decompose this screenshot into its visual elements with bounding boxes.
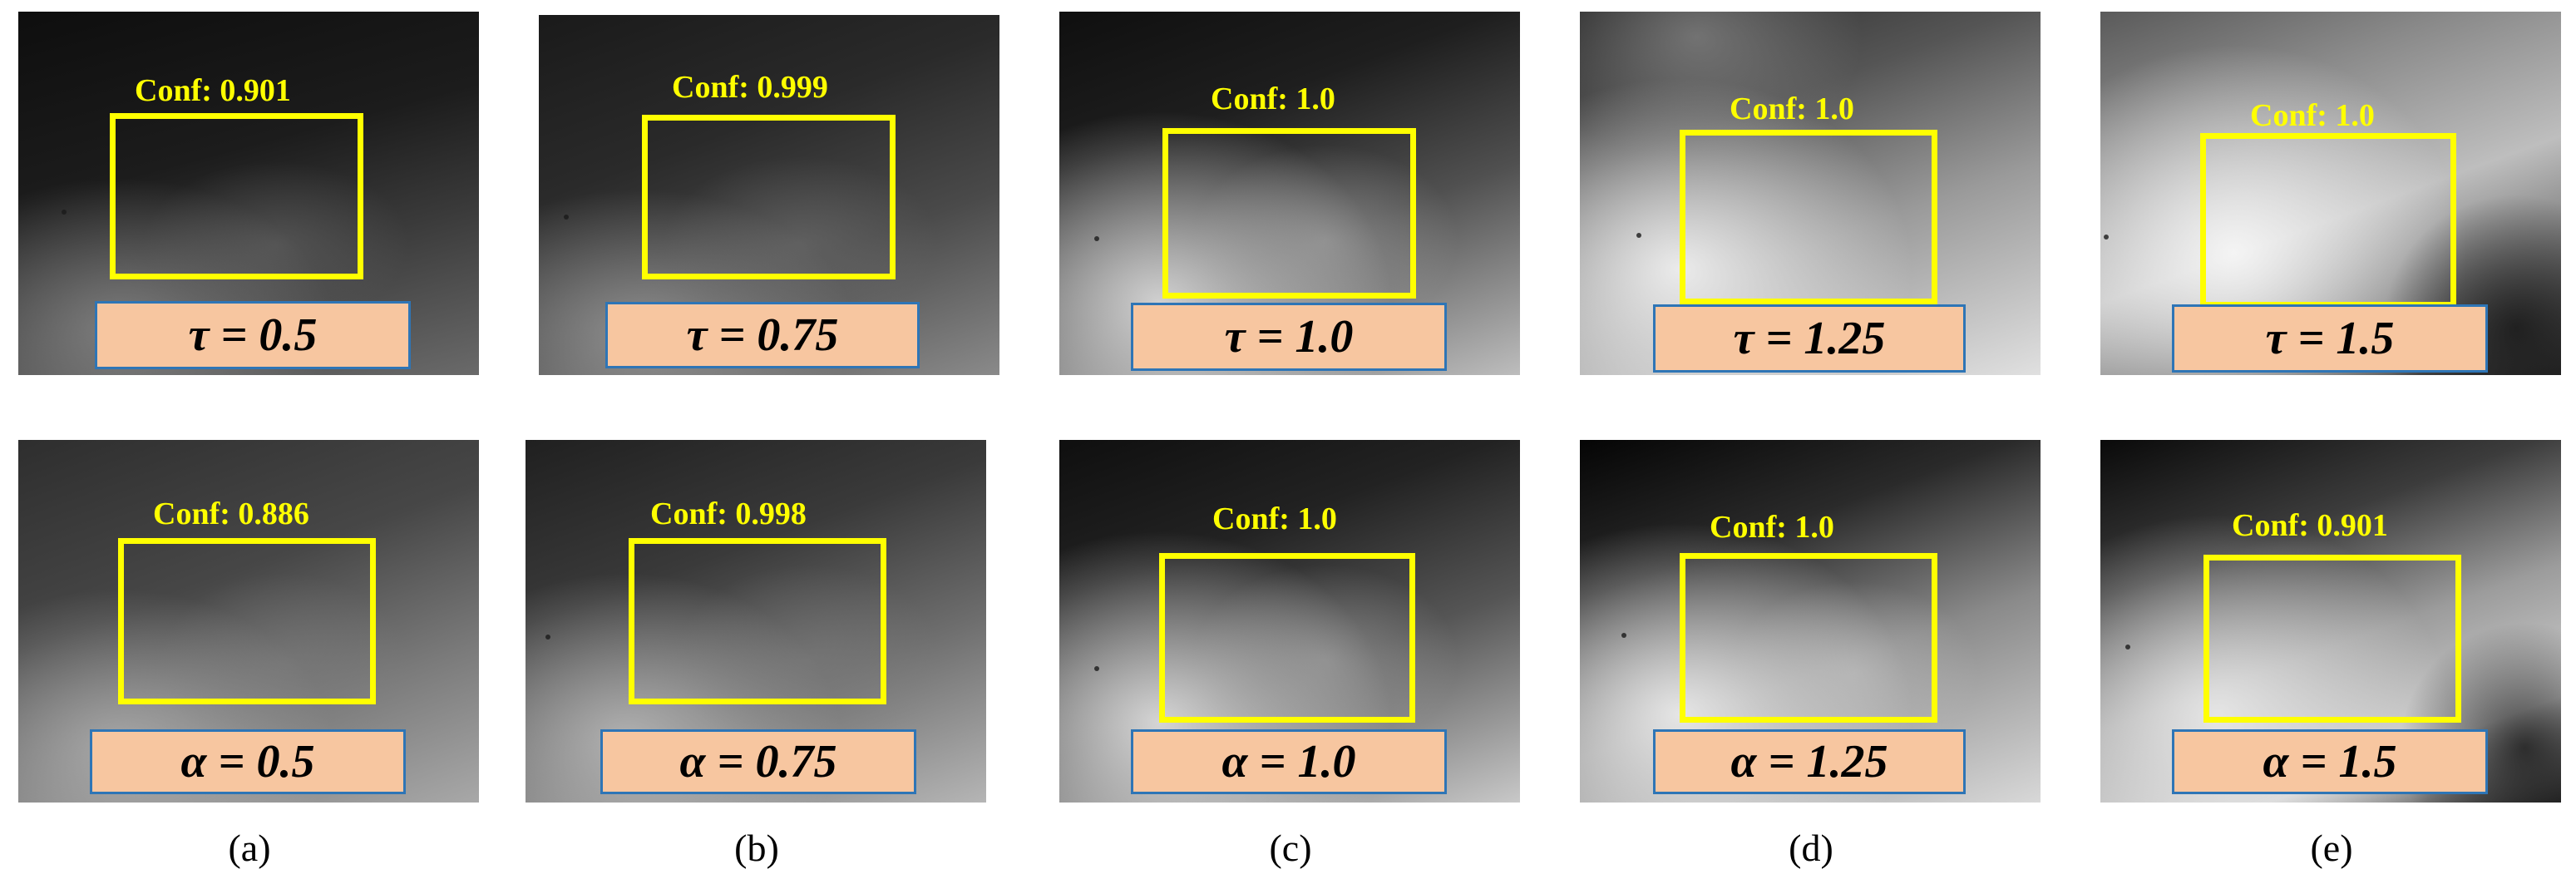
parameter-label: τ = 1.0 bbox=[1224, 311, 1354, 363]
confidence-label: Conf: 1.0 bbox=[1710, 510, 1834, 545]
parameter-label: τ = 1.5 bbox=[2265, 313, 2395, 364]
parameter-label: α = 1.5 bbox=[2263, 736, 2397, 788]
detection-bounding-box bbox=[1680, 130, 1937, 304]
confidence-label: Conf: 0.999 bbox=[672, 70, 828, 105]
parameter-label-box: α = 0.5 bbox=[90, 729, 406, 794]
image-panel-b-top: Conf: 0.999 τ = 0.75 bbox=[539, 15, 999, 375]
parameter-label: τ = 0.75 bbox=[686, 309, 839, 361]
confidence-label: Conf: 1.0 bbox=[1212, 501, 1337, 536]
caption-e: (e) bbox=[2310, 827, 2353, 869]
image-panel-e-bottom: Conf: 0.901 α = 1.5 bbox=[2100, 440, 2561, 803]
detection-bounding-box bbox=[1162, 128, 1416, 299]
detection-bounding-box bbox=[1680, 553, 1937, 723]
parameter-label: τ = 1.25 bbox=[1733, 313, 1886, 364]
image-panel-b-bottom: Conf: 0.998 α = 0.75 bbox=[526, 440, 986, 803]
detection-bounding-box bbox=[2200, 133, 2456, 308]
confidence-label: Conf: 1.0 bbox=[1211, 81, 1335, 116]
detection-bounding-box bbox=[2203, 555, 2461, 723]
parameter-label-box: α = 1.0 bbox=[1131, 729, 1447, 794]
image-panel-a-bottom: Conf: 0.886 α = 0.5 bbox=[18, 440, 479, 803]
parameter-label: α = 1.25 bbox=[1730, 736, 1888, 788]
parameter-label-box: τ = 1.0 bbox=[1131, 303, 1447, 371]
caption-b: (b) bbox=[734, 827, 779, 869]
image-panel-a-top: Conf: 0.901 τ = 0.5 bbox=[18, 12, 479, 375]
parameter-label-box: τ = 0.5 bbox=[95, 301, 411, 369]
parameter-label-box: τ = 1.5 bbox=[2172, 304, 2488, 373]
confidence-label: Conf: 1.0 bbox=[2250, 98, 2375, 133]
image-panel-d-bottom: Conf: 1.0 α = 1.25 bbox=[1580, 440, 2041, 803]
image-panel-c-top: Conf: 1.0 τ = 1.0 bbox=[1059, 12, 1520, 375]
parameter-label-box: α = 1.5 bbox=[2172, 729, 2488, 794]
confidence-label: Conf: 0.901 bbox=[2232, 508, 2388, 543]
parameter-label: α = 0.75 bbox=[679, 736, 837, 788]
parameter-label: α = 0.5 bbox=[180, 736, 315, 788]
detection-bounding-box bbox=[118, 538, 376, 704]
confidence-label: Conf: 0.998 bbox=[650, 496, 807, 531]
parameter-label: α = 1.0 bbox=[1221, 736, 1356, 788]
caption-d: (d) bbox=[1789, 827, 1833, 869]
parameter-label-box: α = 1.25 bbox=[1653, 729, 1966, 794]
caption-c: (c) bbox=[1269, 827, 1312, 869]
detection-bounding-box bbox=[110, 113, 363, 279]
parameter-label-box: τ = 1.25 bbox=[1653, 304, 1966, 373]
detection-bounding-box bbox=[629, 538, 886, 704]
confidence-label: Conf: 0.901 bbox=[135, 73, 291, 108]
image-panel-c-bottom: Conf: 1.0 α = 1.0 bbox=[1059, 440, 1520, 803]
parameter-label-box: τ = 0.75 bbox=[605, 302, 920, 368]
confidence-label: Conf: 0.886 bbox=[153, 496, 309, 531]
detection-bounding-box bbox=[642, 115, 896, 279]
caption-a: (a) bbox=[228, 827, 271, 869]
image-panel-d-top: Conf: 1.0 τ = 1.25 bbox=[1580, 12, 2041, 375]
detection-bounding-box bbox=[1159, 553, 1415, 723]
confidence-label: Conf: 1.0 bbox=[1730, 91, 1854, 126]
parameter-label-box: α = 0.75 bbox=[600, 729, 916, 794]
parameter-label: τ = 0.5 bbox=[188, 309, 318, 361]
image-panel-e-top: Conf: 1.0 τ = 1.5 bbox=[2100, 12, 2561, 375]
